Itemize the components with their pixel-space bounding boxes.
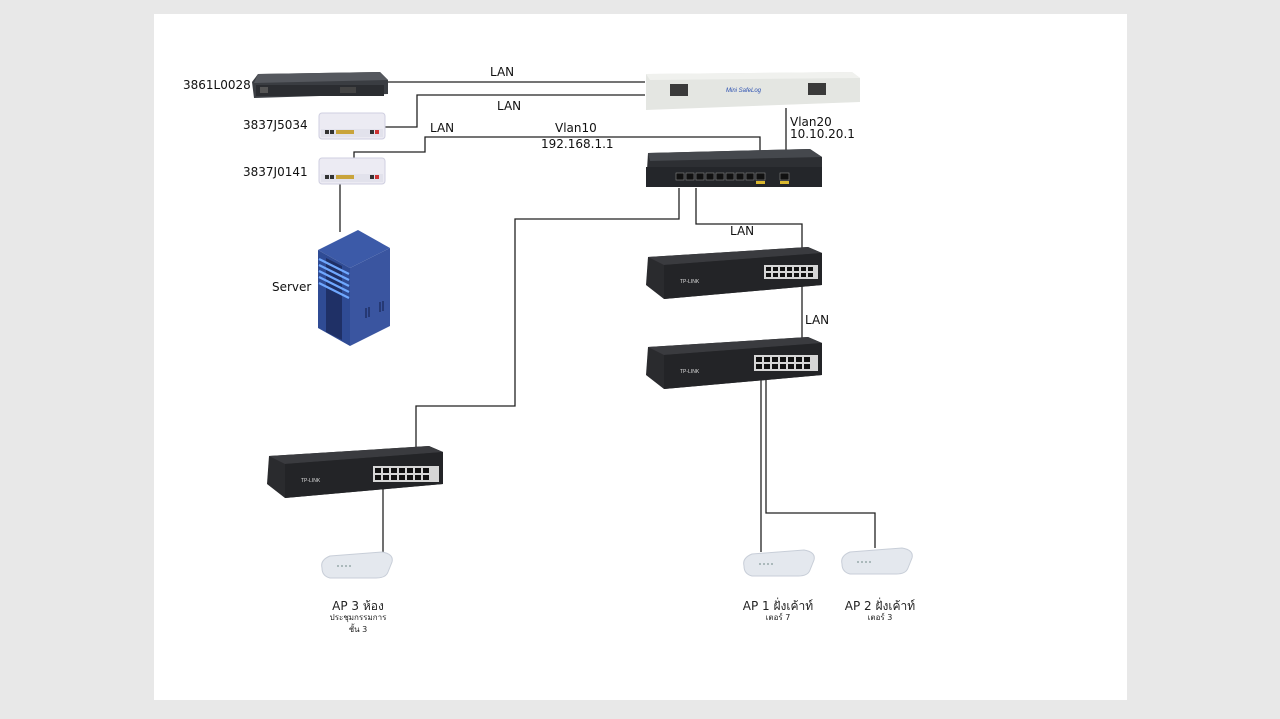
- tplink-logo: TP-LINK: [301, 478, 321, 484]
- ap3-sub1: ประชุมกรรมการ: [329, 613, 387, 622]
- wire-switch-b-ap2: [765, 374, 876, 548]
- tplink-logo: TP-LINK: [680, 369, 700, 375]
- tplink-switch-a[interactable]: TP-LINK: [644, 245, 824, 301]
- safelog-brand: Mini SafeLog: [726, 88, 762, 94]
- safelog-device[interactable]: Mini SafeLog: [640, 70, 862, 114]
- ap2-label: AP 2 ฝั่งเค้าท์ เตอร์ 3: [832, 600, 928, 624]
- tplink-switch-c[interactable]: TP-LINK: [265, 444, 445, 500]
- vlan20-ip: 10.10.20.1: [790, 127, 855, 141]
- link-label-switch-a-b: LAN: [805, 313, 830, 327]
- router-device[interactable]: [250, 68, 390, 102]
- ap2-title: AP 2 ฝั่งเค้าท์: [844, 599, 916, 613]
- link-label-modem2-lan: LAN: [430, 121, 455, 135]
- tplink-logo: TP-LINK: [680, 279, 700, 285]
- diagram-page: [154, 14, 1127, 700]
- link-label-router-safelog: LAN: [490, 65, 515, 79]
- ap3-title: AP 3 ห้อง: [332, 599, 384, 613]
- vlan10-label: Vlan10: [555, 121, 597, 135]
- server-device[interactable]: [316, 228, 392, 348]
- server-label: Server: [272, 280, 312, 294]
- wire-modem2-core-vlan10: [353, 136, 761, 180]
- modem-device-2[interactable]: [318, 157, 386, 185]
- wire-modem1-safelog: [355, 94, 645, 128]
- access-point-2[interactable]: [836, 544, 916, 578]
- ap1-sub: เตอร์ 7: [765, 613, 791, 622]
- core-switch-device[interactable]: [642, 147, 824, 195]
- vlan10-ip: 192.168.1.1: [541, 137, 614, 151]
- router-label: 3861L0028: [183, 78, 251, 92]
- modem2-label: 3837J0141: [243, 165, 308, 179]
- tplink-switch-b[interactable]: TP-LINK: [644, 335, 824, 391]
- ap2-sub: เตอร์ 3: [867, 613, 893, 622]
- access-point-1[interactable]: [738, 546, 818, 580]
- modem-device-1[interactable]: [318, 112, 386, 140]
- wire-core-switch-c: [415, 188, 680, 478]
- vlan20-label: Vlan20: [790, 115, 832, 129]
- ap3-sub2: ชั้น 3: [348, 625, 368, 634]
- ap1-label: AP 1 ฝั่งเค้าท์ เตอร์ 7: [730, 600, 826, 624]
- link-label-modem1-safelog: LAN: [497, 99, 522, 113]
- ap3-label: AP 3 ห้อง ประชุมกรรมการ ชั้น 3: [300, 600, 416, 636]
- access-point-3[interactable]: [316, 548, 396, 582]
- ap1-title: AP 1 ฝั่งเค้าท์: [742, 599, 814, 613]
- link-label-core-switch-a: LAN: [730, 224, 755, 238]
- modem1-label: 3837J5034: [243, 118, 308, 132]
